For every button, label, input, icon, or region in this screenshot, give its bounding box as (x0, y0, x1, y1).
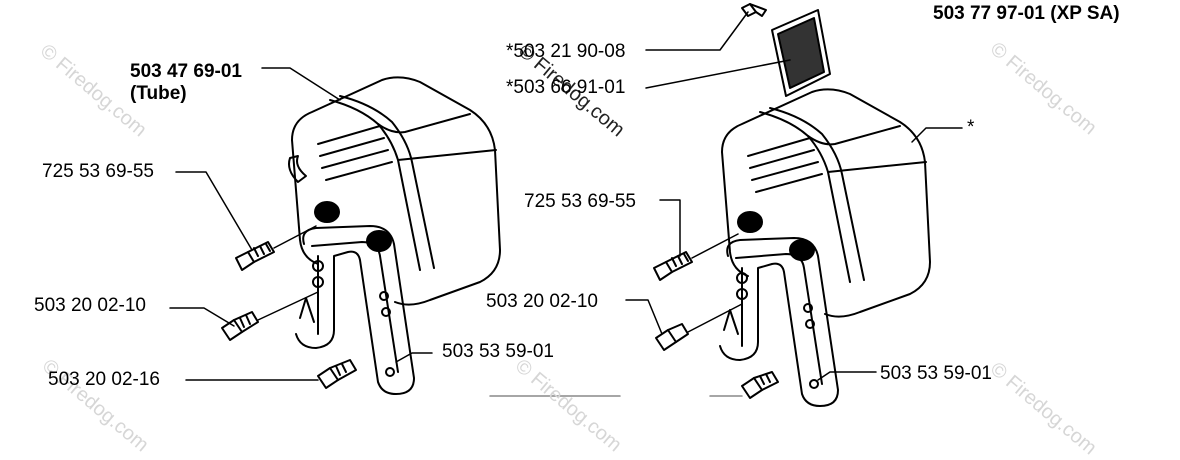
part-label-left-bolt-bottom: 503 20 02-16 (48, 369, 160, 390)
right-muffler-body (721, 88, 931, 318)
part-label-right-bolt-mid: 503 20 02-10 (486, 291, 598, 312)
part-label-left-bolt-mid: 503 20 02-10 (34, 295, 146, 316)
parts-diagram: © Firedog.com © Firedog.com © Firedog.co… (34, 3, 1120, 459)
right-screw (741, 3, 767, 17)
right-screen (771, 9, 831, 97)
right-bracket (719, 237, 839, 407)
left-bolt-top (235, 241, 275, 271)
part-label-right-screw: *503 21 90-08 (506, 41, 626, 62)
left-bolt-mid (221, 311, 259, 341)
right-bolt-bottom (741, 371, 779, 399)
part-label-right-muffler-star: * (967, 117, 975, 138)
left-bolt-bottom (317, 359, 357, 389)
right-bolt-mid (655, 323, 689, 351)
assembly-title: 503 77 97-01 (XP SA) (933, 3, 1120, 24)
part-label-right-bracket: 503 53 59-01 (880, 363, 992, 384)
exploded-view-drawing (169, 3, 963, 407)
left-bracket (295, 225, 415, 395)
part-label-right-bolt-top: 725 53 69-55 (524, 191, 636, 212)
part-label-right-screen: *503 66 91-01 (506, 77, 626, 98)
left-muffler-body (288, 76, 501, 306)
part-label-left-bolt-top: 725 53 69-55 (42, 161, 154, 182)
right-bolt-top (653, 251, 693, 281)
part-label-left-bracket: 503 53 59-01 (442, 341, 554, 362)
part-label-tube: 503 47 69-01 (130, 61, 242, 82)
part-label-tube-note: (Tube) (130, 83, 187, 104)
